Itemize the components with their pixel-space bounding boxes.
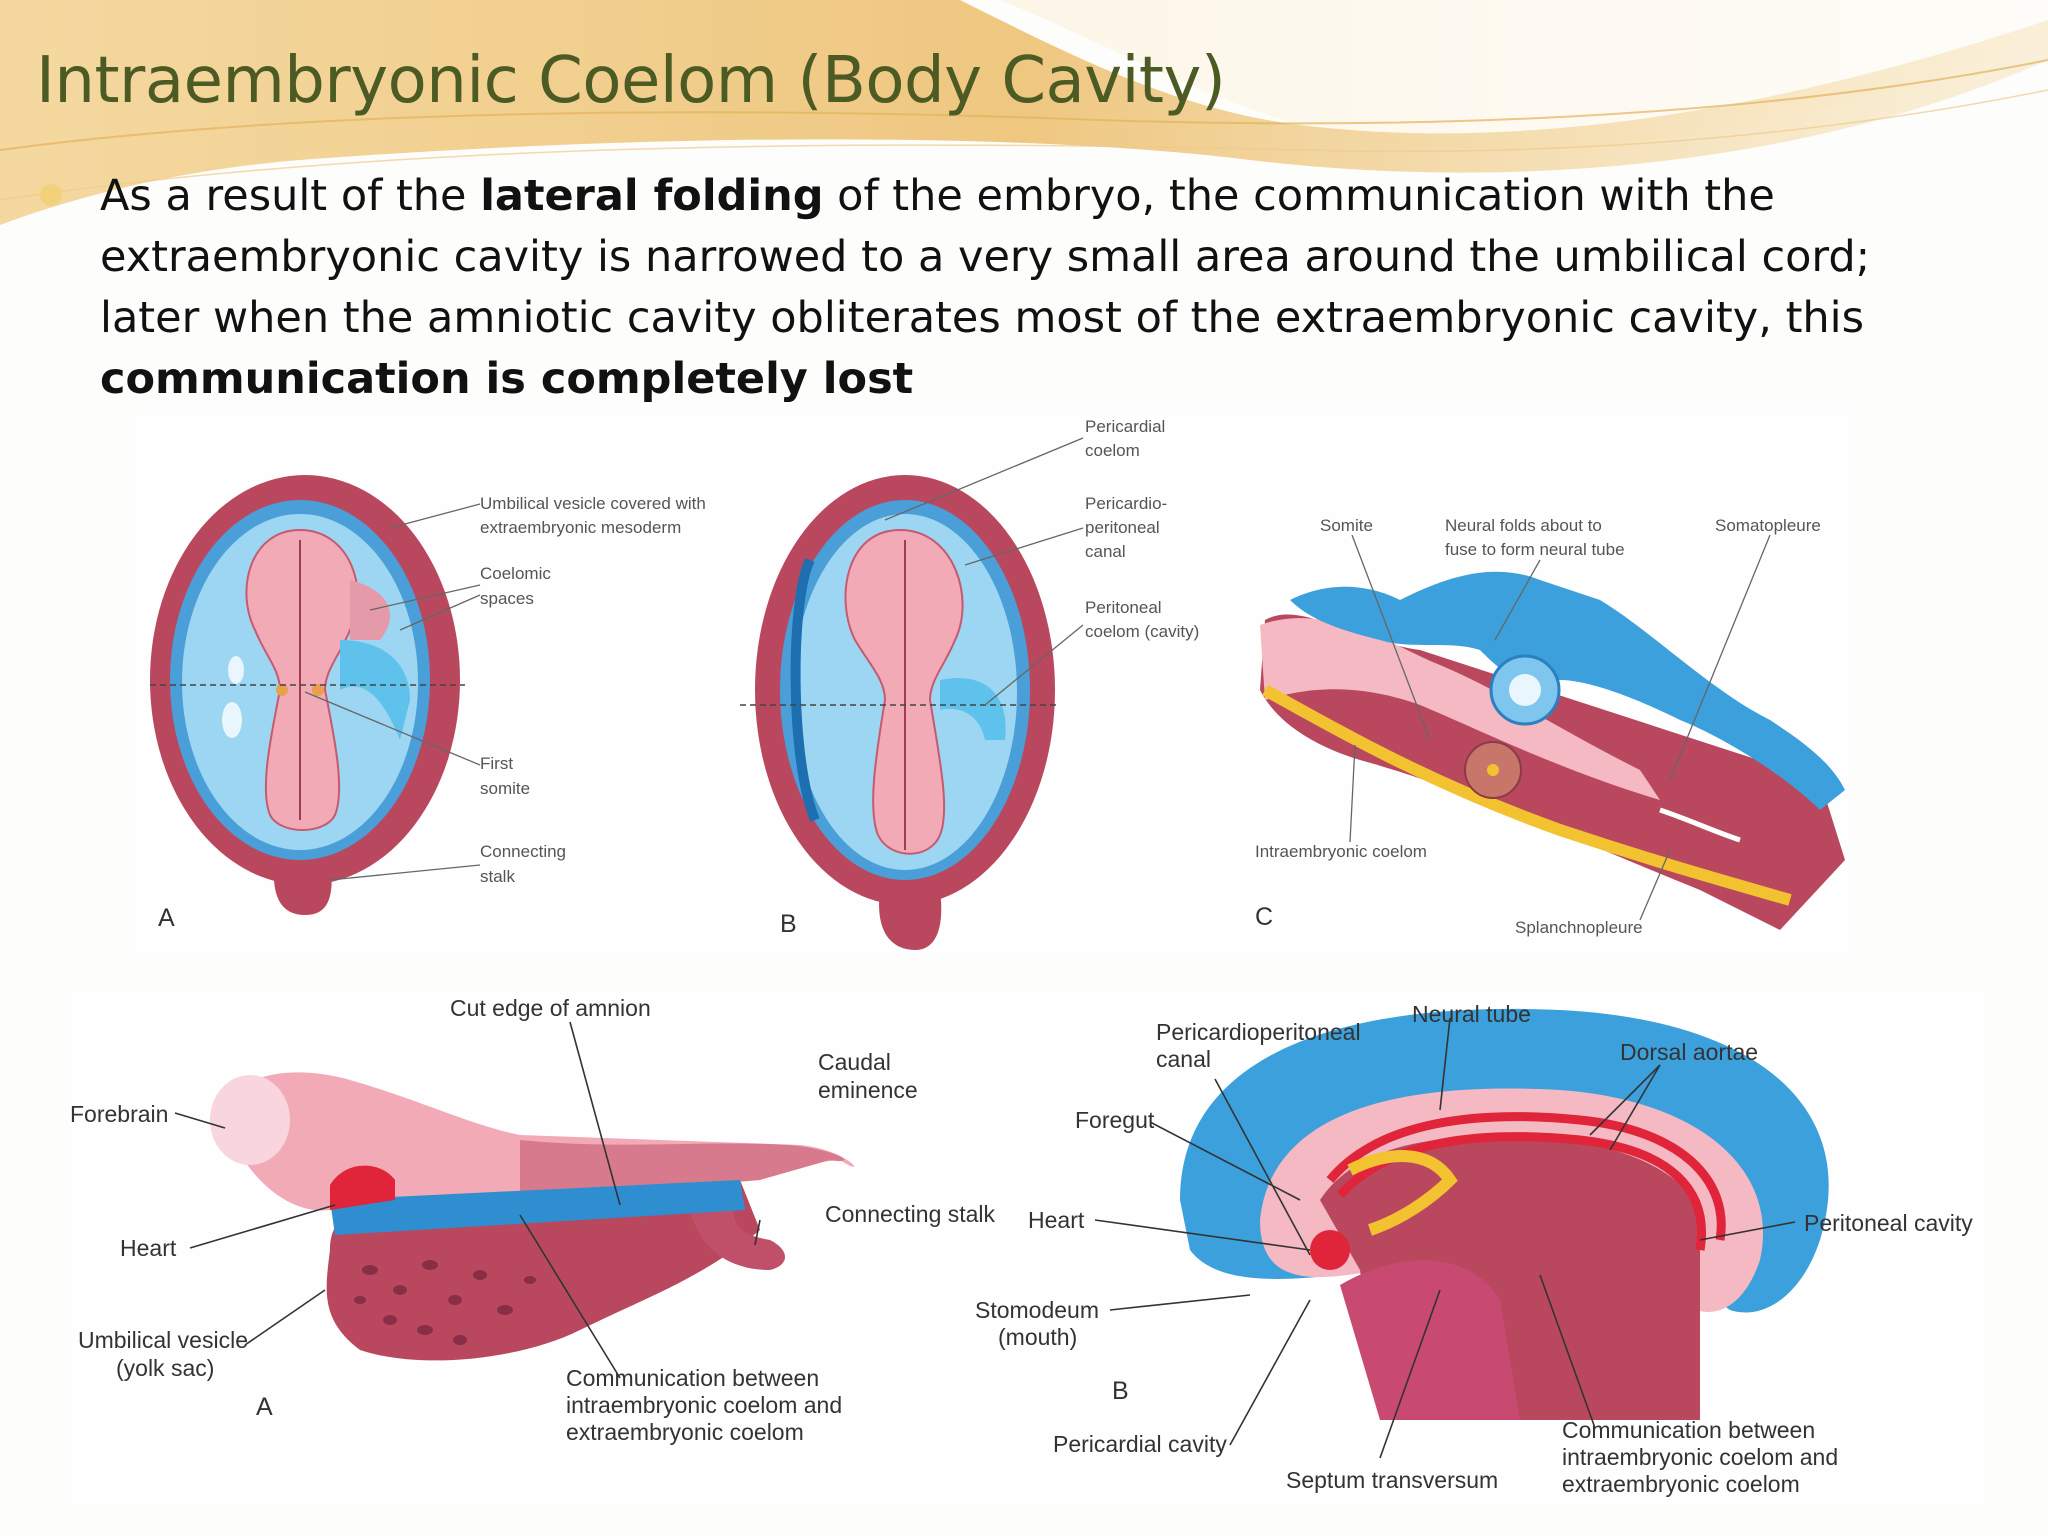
label-splanchnopleure: Splanchnopleure xyxy=(1515,918,1643,937)
label-peritoneal-cavity: Peritoneal cavity xyxy=(1804,1210,1973,1236)
label-pericardio-peritoneal-line3: canal xyxy=(1085,542,1126,561)
bullet-bold-communication-lost: communication is completely lost xyxy=(100,354,914,404)
label-connecting-stalk-line1: Connecting xyxy=(480,842,567,861)
embryo-b-illustration xyxy=(755,475,1055,950)
label-pericardio-peritoneal-line2: peritoneal xyxy=(1085,518,1160,537)
label-coelomic-line1: Coelomic xyxy=(480,564,551,583)
label-communication-a-line1: Communication between xyxy=(566,1365,820,1391)
label-somite: Somite xyxy=(1320,516,1373,535)
label-pericardioperitoneal-line2: canal xyxy=(1156,1046,1211,1072)
bullet-paragraph: As a result of the lateral folding of th… xyxy=(100,166,1960,410)
label-communication-b-line3: extraembryonic coelom xyxy=(1562,1471,1800,1497)
label-neural-folds-line1: Neural folds about to xyxy=(1445,516,1602,535)
label-pericardial-coelom-line1: Pericardial xyxy=(1085,417,1166,436)
label-communication-b-line1: Communication between xyxy=(1562,1417,1816,1443)
panel-letter-top-a: A xyxy=(158,904,175,932)
label-umbilical-vesicle-line2: extraembryonic mesoderm xyxy=(480,518,682,537)
label-peritoneal-coelom-line2: coelom (cavity) xyxy=(1085,622,1200,641)
leader-lines-bottom xyxy=(174,1017,1796,1459)
label-first-somite-line2: somite xyxy=(480,779,531,798)
label-coelomic-line2: spaces xyxy=(480,589,534,608)
bullet-text-part: of the embryo, the communication with th… xyxy=(100,171,1871,343)
panel-letter-top-b: B xyxy=(780,910,797,938)
label-cut-edge-amnion: Cut edge of amnion xyxy=(450,995,651,1021)
label-pericardial-coelom-line2: coelom xyxy=(1085,441,1140,460)
label-communication-a-line2: intraembryonic coelom and xyxy=(566,1392,843,1418)
label-pericardio-peritoneal-line1: Pericardio- xyxy=(1085,494,1168,513)
panel-letter-top-c: C xyxy=(1255,903,1274,931)
panel-letter-bottom-b: B xyxy=(1112,1377,1129,1405)
label-septum-transversum: Septum transversum xyxy=(1286,1467,1499,1493)
embryo-sagittal-b-illustration xyxy=(1180,1008,1829,1420)
label-somatopleure: Somatopleure xyxy=(1715,516,1821,535)
label-stomodeum-line1: Stomodeum xyxy=(975,1297,1100,1323)
label-dorsal-aortae: Dorsal aortae xyxy=(1620,1039,1759,1065)
label-umbilical-vesicle-bottom-line1: Umbilical vesicle xyxy=(78,1327,248,1353)
label-umbilical-vesicle-bottom-line2: (yolk sac) xyxy=(116,1355,215,1381)
bullet-dot xyxy=(40,184,62,206)
cross-section-c-illustration xyxy=(1260,571,1845,930)
label-heart-b: Heart xyxy=(1028,1207,1085,1233)
bullet-bold-lateral-folding: lateral folding xyxy=(480,171,824,221)
label-connecting-stalk-line2: stalk xyxy=(480,867,515,886)
label-caudal-line2: eminence xyxy=(818,1077,918,1103)
label-communication-b-line2: intraembryonic coelom and xyxy=(1562,1444,1839,1470)
label-communication-a-line3: extraembryonic coelom xyxy=(566,1419,804,1445)
header-swoosh-decoration xyxy=(0,0,2048,225)
label-heart-a: Heart xyxy=(120,1235,177,1261)
slide-title: Intraembryonic Coelom (Body Cavity) xyxy=(36,44,1226,118)
label-pericardioperitoneal-line1: Pericardioperitoneal xyxy=(1156,1019,1361,1045)
bullet-text-part: As a result of the xyxy=(100,171,481,221)
label-peritoneal-coelom-line1: Peritoneal xyxy=(1085,598,1162,617)
label-caudal-line1: Caudal xyxy=(818,1049,891,1075)
label-neural-tube: Neural tube xyxy=(1412,1001,1531,1027)
panel-letter-bottom-a: A xyxy=(256,1393,273,1421)
label-foregut: Foregut xyxy=(1075,1107,1155,1133)
leader-lines-top xyxy=(304,437,1771,921)
embryo-lateral-a-illustration xyxy=(210,1072,855,1361)
label-connecting-stalk-bottom: Connecting stalk xyxy=(825,1201,996,1227)
label-pericardial-cavity: Pericardial cavity xyxy=(1053,1431,1227,1457)
label-intraembryonic-coelom: Intraembryonic coelom xyxy=(1255,842,1427,861)
label-stomodeum-line2: (mouth) xyxy=(998,1324,1078,1350)
label-umbilical-vesicle-line1: Umbilical vesicle covered with xyxy=(480,494,706,513)
label-first-somite-line1: First xyxy=(480,754,514,773)
label-neural-folds-line2: fuse to form neural tube xyxy=(1445,540,1625,559)
label-forebrain: Forebrain xyxy=(70,1101,169,1127)
